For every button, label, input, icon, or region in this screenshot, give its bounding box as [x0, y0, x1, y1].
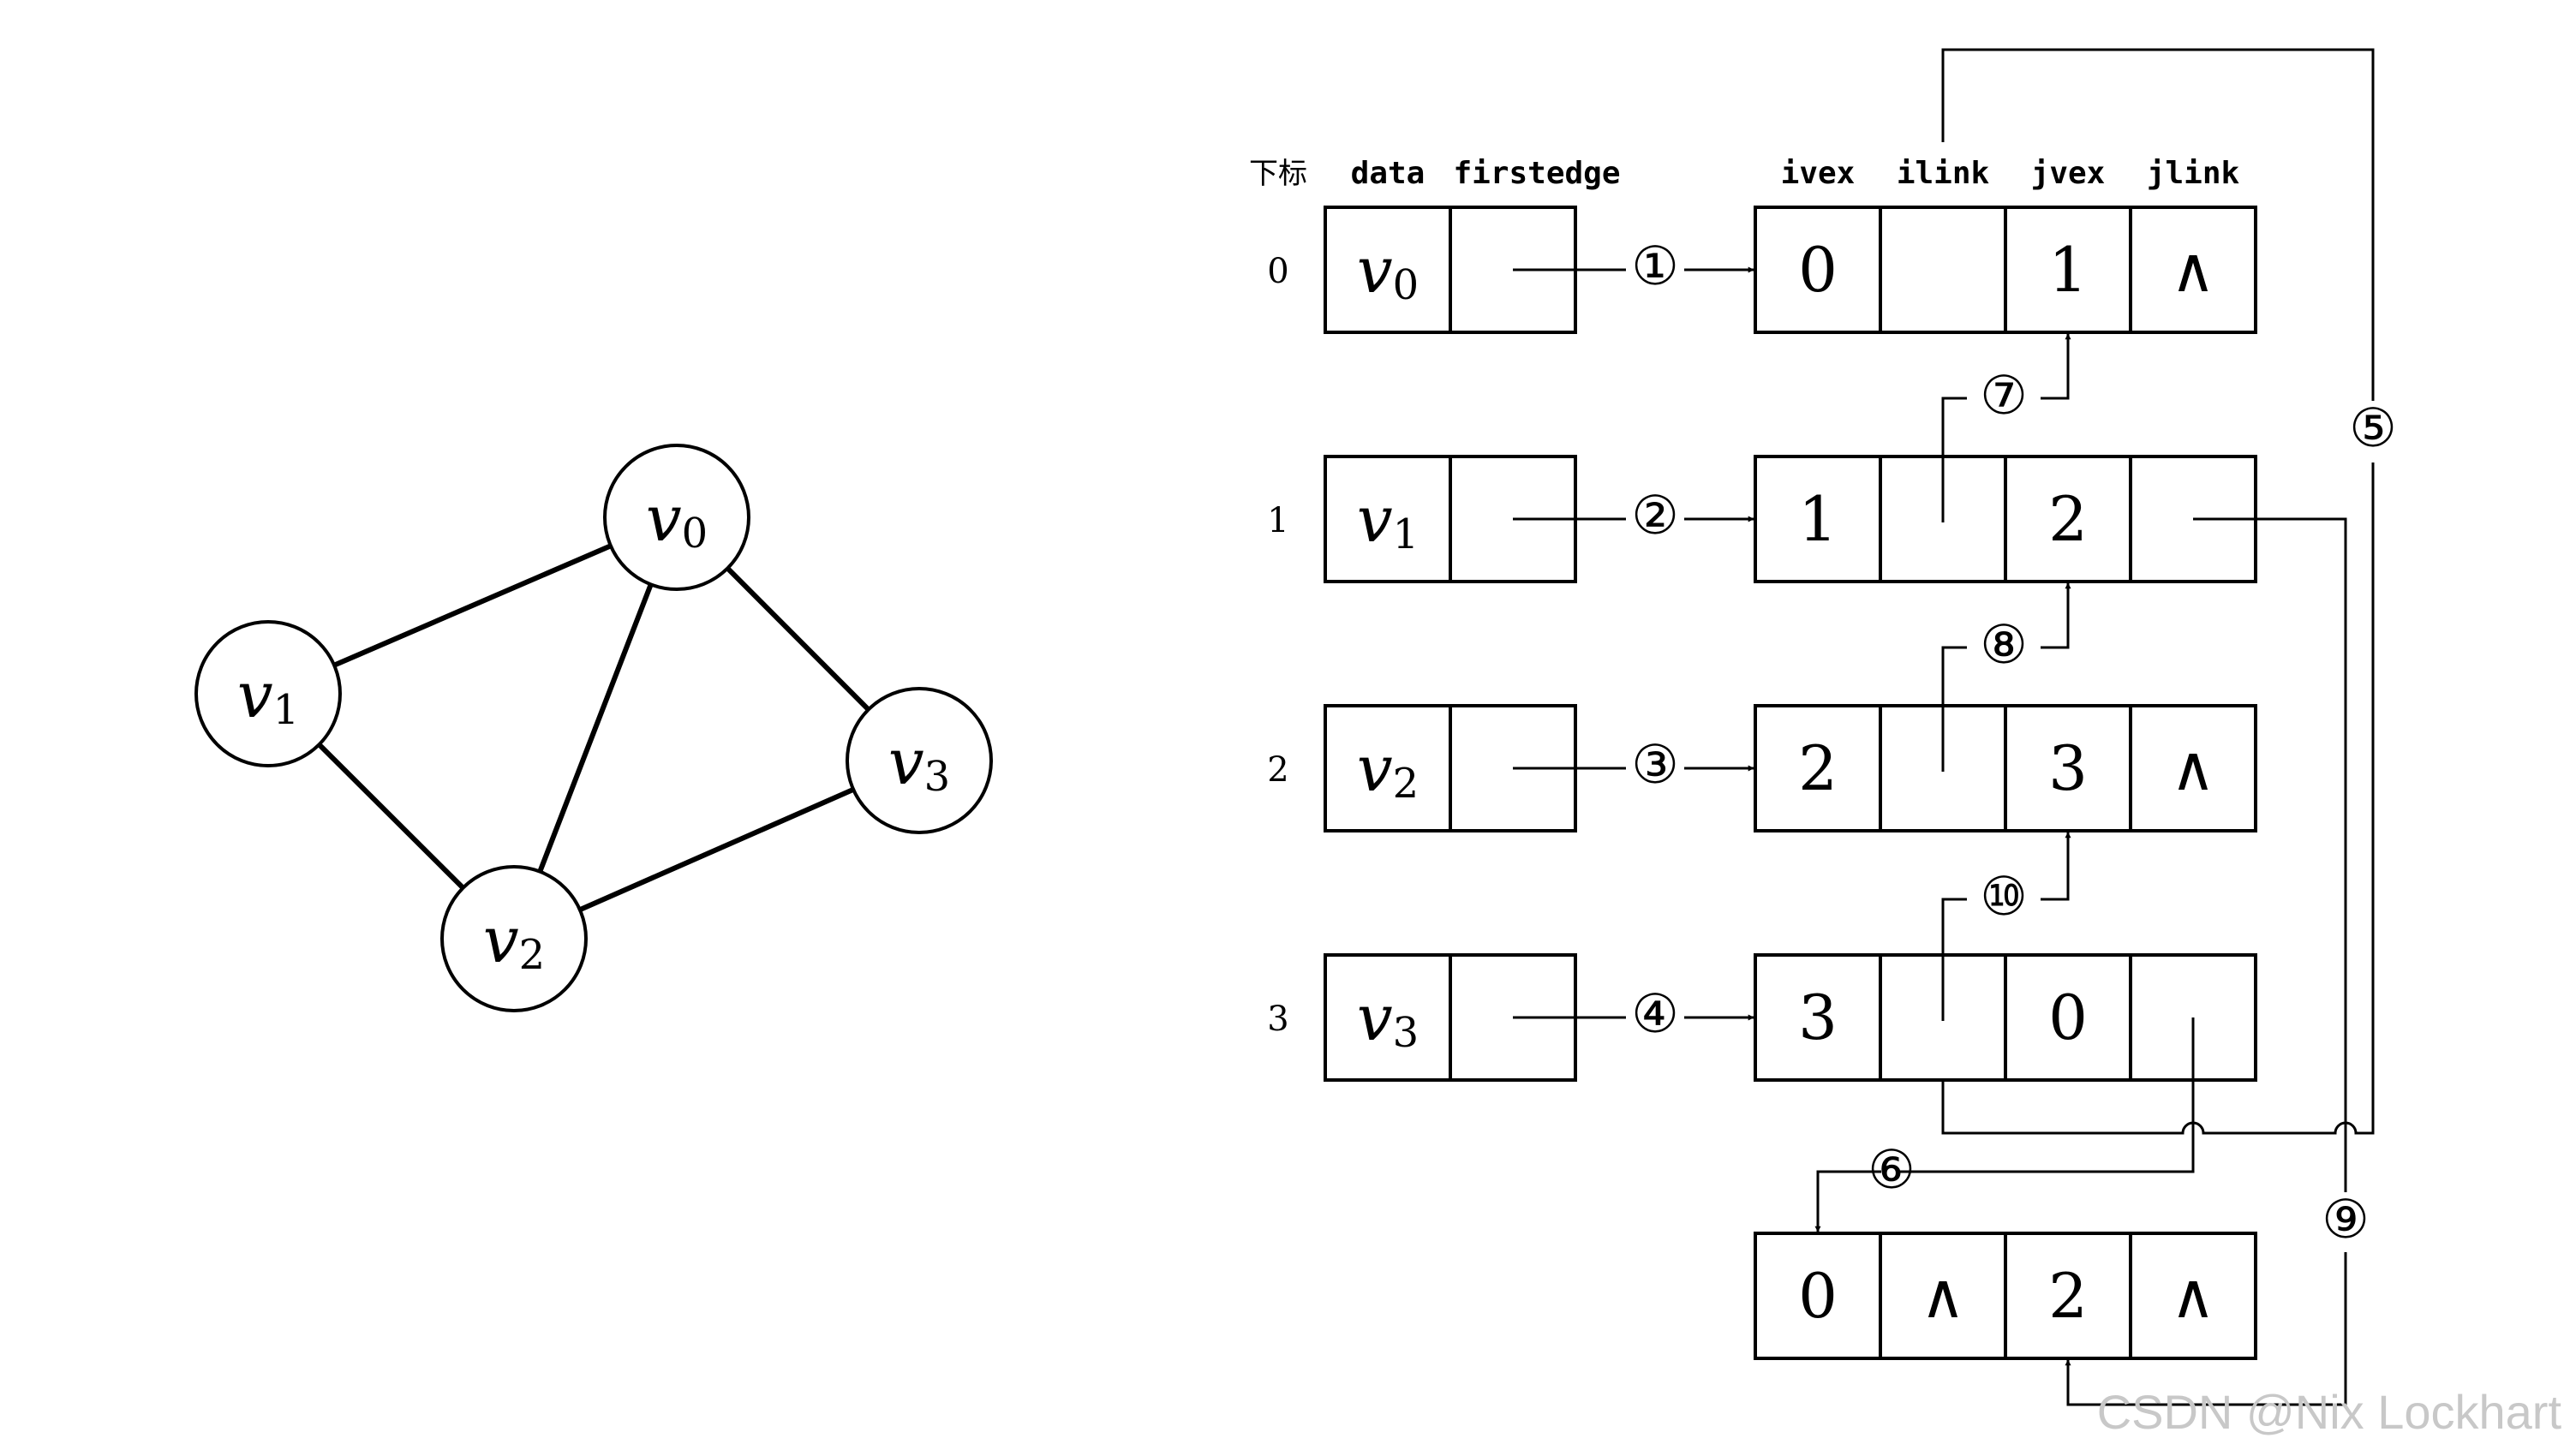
graph-edge-v0-v1 [266, 515, 678, 696]
jvex-cell [2004, 455, 2132, 583]
vertex-row: 2 v2 [1267, 704, 1577, 832]
vertex-row: 0 v0 [1267, 206, 1577, 334]
label-6: ⑥ [1868, 1138, 1916, 1201]
label-4: ④ [1631, 982, 1679, 1045]
jvex-cell [2004, 206, 2132, 334]
header-jvex: jvex [2031, 156, 2106, 191]
edge-node: 3 0 [1754, 953, 2257, 1082]
ilink-pointer-5-top [1941, 48, 2375, 401]
header-index: 下标 [1249, 157, 1307, 191]
vertex-row: 1 v1 [1267, 455, 1577, 583]
vertex-table: 0 v0 1 v1 2 v2 3 v3 [1267, 206, 1577, 1082]
header-ilink: ilink [1897, 156, 1990, 191]
ivex-value: 2 [1798, 732, 1838, 804]
ivex-value: 3 [1798, 982, 1838, 1053]
pointers [1513, 48, 2375, 1406]
table-headers: 下标 data firstedge ivex ilink jvex jlink [1249, 156, 2240, 191]
jvex-cell [2004, 1232, 2132, 1360]
ilink-pointer-10-part1 [1941, 898, 1967, 1021]
graph-node-v3: v3 [846, 687, 993, 834]
jvex-cell [2004, 953, 2132, 1082]
ivex-value: 0 [1798, 234, 1838, 306]
jvex-value: 3 [2048, 732, 2088, 804]
vertex-label: v3 [1357, 982, 1419, 1056]
jvex-cell [2004, 704, 2132, 832]
svg-text:v0: v0 [646, 482, 708, 557]
edge-node: 0 ∧ 2 ∧ [1754, 1232, 2257, 1360]
svg-text:v2: v2 [483, 904, 545, 978]
ivex-value: 1 [1798, 483, 1838, 555]
ivex-cell [1754, 455, 1882, 583]
ilink-pointer-7-part1 [1941, 397, 1967, 522]
ilink-cell [1879, 206, 2007, 334]
label-8: ⑧ [1980, 613, 2028, 676]
label-9: ⑨ [2322, 1188, 2370, 1250]
svg-text:v3: v3 [888, 725, 950, 800]
ilink-pointer-8-part1 [1941, 646, 1967, 772]
jvex-value: 0 [2048, 982, 2088, 1053]
graph-edge-v0-v2 [511, 516, 679, 940]
vertex-label: v1 [1357, 483, 1419, 558]
label-1: ① [1631, 235, 1679, 297]
edge-node: 2 3 ∧ [1754, 704, 2257, 832]
jlink-cell [2129, 206, 2257, 334]
jvex-value: 2 [2048, 1260, 2088, 1332]
jlink-pointer-6-part2 [1814, 1170, 1881, 1232]
vertex-index: 0 [1267, 252, 1288, 291]
ilink-pointer-5 [1941, 462, 2375, 1135]
vertex-data-cell [1324, 704, 1452, 832]
vertex-index: 2 [1267, 750, 1288, 790]
graph-node-v1: v1 [194, 620, 342, 767]
watermark: CSDN @Nix Lockhart [2097, 1385, 2562, 1439]
ivex-cell [1754, 1232, 1882, 1360]
jvex-value: 1 [2048, 234, 2088, 306]
undirected-graph: v0 v1 v2 v3 [194, 444, 993, 1012]
header-data: data [1351, 156, 1425, 191]
ilink-cell [1879, 1232, 2007, 1360]
vertex-index: 3 [1267, 1000, 1288, 1039]
jvex-value: 2 [2048, 483, 2088, 555]
vertex-label: v0 [1357, 234, 1419, 308]
label-5: ⑤ [2349, 397, 2397, 459]
jlink-value: ∧ [2171, 1260, 2216, 1332]
jlink-value: ∧ [2171, 234, 2216, 306]
label-3: ③ [1631, 733, 1679, 796]
jlink-pointer-9-part1 [2193, 517, 2347, 1192]
jlink-value: ∧ [2171, 732, 2216, 804]
label-2: ② [1631, 484, 1679, 546]
vertex-label: v2 [1357, 732, 1419, 807]
edge-node: 0 1 ∧ [1754, 206, 2257, 334]
graph-node-v2: v2 [440, 865, 588, 1012]
link-labels: ① ② ③ ④ ⑤ ⑥ ⑦ ⑧ ⑨ ⑩ [1631, 235, 2397, 1250]
label-10: ⑩ [1980, 865, 2028, 928]
ilink-pointer-10-part2 [2041, 832, 2071, 901]
edge-node: 1 2 [1754, 455, 2257, 583]
header-ivex: ivex [1781, 156, 1856, 191]
ivex-cell [1754, 206, 1882, 334]
jlink-cell [2129, 704, 2257, 832]
ilink-value: ∧ [1921, 1260, 1966, 1332]
vertex-data-cell [1324, 455, 1452, 583]
ilink-pointer-7-part2 [2041, 333, 2071, 400]
ivex-cell [1754, 704, 1882, 832]
ilink-pointer-8-part2 [2041, 582, 2071, 649]
jlink-pointer-9-part2 [2065, 1252, 2347, 1406]
ivex-cell [1754, 953, 1882, 1082]
header-jlink: jlink [2147, 156, 2240, 191]
jlink-pointer-6-part1 [1900, 1017, 2195, 1173]
header-firstedge: firstedge [1453, 156, 1620, 191]
vertex-index: 1 [1267, 501, 1288, 540]
label-7: ⑦ [1980, 364, 2028, 427]
svg-text:v1: v1 [237, 659, 299, 733]
jlink-cell [2129, 1232, 2257, 1360]
graph-edge-v2-v3 [512, 758, 921, 941]
graph-node-v0: v0 [603, 444, 750, 591]
ivex-value: 0 [1798, 1260, 1838, 1332]
